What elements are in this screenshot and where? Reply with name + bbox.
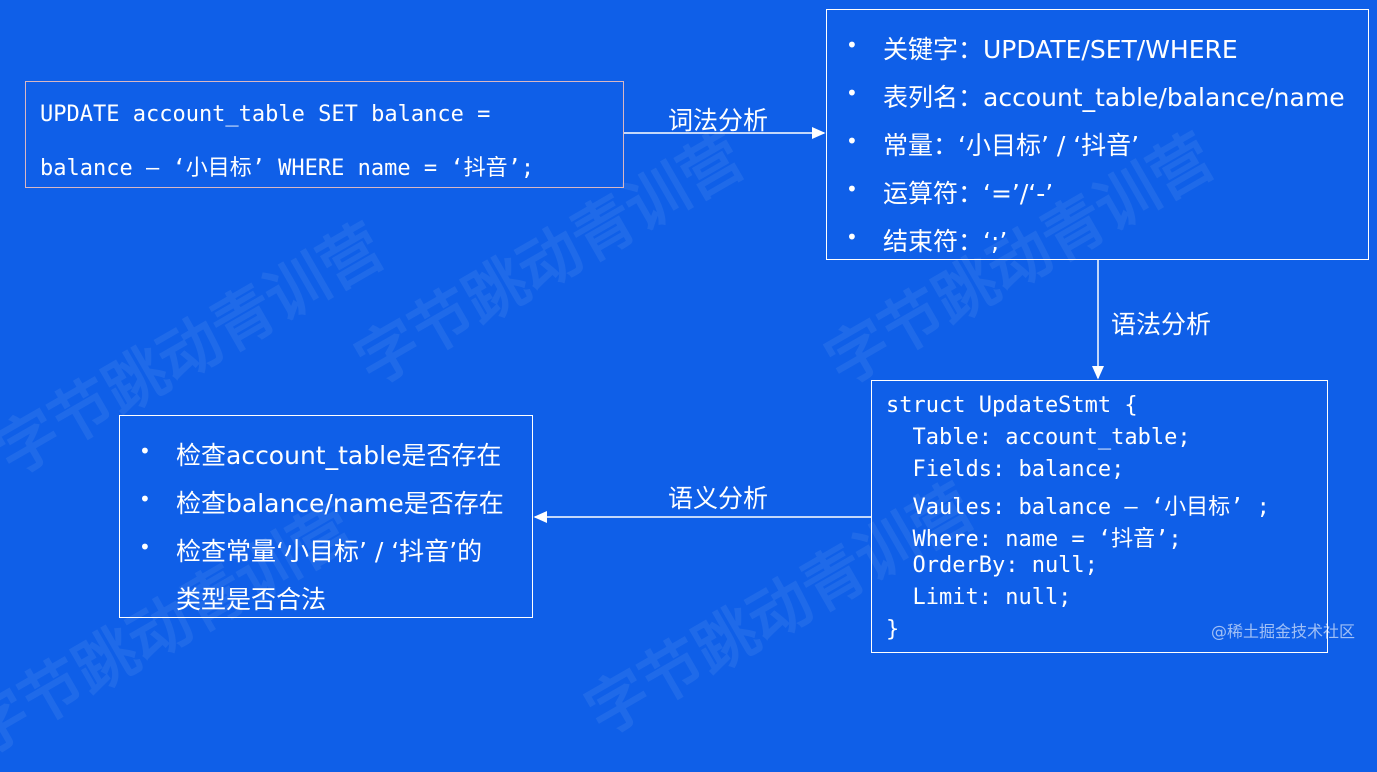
sql-line-2: balance – ‘小目标’ WHERE name = ‘抖音’; bbox=[40, 156, 535, 181]
semantic-item: •检查常量‘小目标’ / ‘抖音’的 bbox=[139, 535, 483, 566]
lexical-item: •关键字：UPDATE/SET/WHERE bbox=[846, 33, 1238, 64]
lexical-item: •结束符：‘;’ bbox=[846, 225, 1008, 256]
lexical-item: •运算符：‘=’/‘-’ bbox=[846, 177, 1054, 208]
struct-line: Fields: balance; bbox=[886, 457, 1125, 482]
semantic-analysis-label: 语义分析 bbox=[668, 484, 769, 513]
flow-arrows bbox=[533, 127, 1104, 523]
struct-line: Limit: null; bbox=[886, 585, 1072, 610]
lexical-analysis-label: 词法分析 bbox=[668, 106, 769, 135]
update-stmt-struct-box: struct UpdateStmt { Table: account_table… bbox=[871, 380, 1328, 653]
struct-line: Where: name = ‘抖音’; bbox=[886, 527, 1182, 552]
bullet-icon: • bbox=[846, 225, 858, 249]
sql-line-1: UPDATE account_table SET balance = bbox=[40, 102, 491, 127]
bullet-icon: • bbox=[846, 177, 858, 201]
sql-statement-box: UPDATE account_table SET balance = balan… bbox=[25, 81, 624, 188]
semantic-check-box: •检查account_table是否存在 •检查balance/name是否存在… bbox=[119, 415, 533, 618]
bullet-icon: • bbox=[846, 81, 858, 105]
semantic-item: •检查balance/name是否存在 bbox=[139, 487, 504, 518]
bullet-icon: • bbox=[139, 535, 151, 559]
struct-line: struct UpdateStmt { bbox=[886, 393, 1138, 418]
struct-line: } bbox=[886, 617, 900, 642]
semantic-item: •检查account_table是否存在 bbox=[139, 439, 502, 470]
struct-line: Vaules: balance – ‘小目标’ ; bbox=[886, 495, 1270, 520]
lexical-result-box: •关键字：UPDATE/SET/WHERE •表列名：account_table… bbox=[826, 9, 1369, 260]
brand-watermark: @稀土掘金技术社区 bbox=[1210, 622, 1355, 641]
bullet-icon: • bbox=[139, 487, 151, 511]
syntax-analysis-label: 语法分析 bbox=[1111, 310, 1212, 339]
struct-line: Table: account_table; bbox=[886, 425, 1191, 450]
semantic-item-continued: 类型是否合法 bbox=[176, 585, 327, 614]
lexical-item: •常量：‘小目标’ / ‘抖音’ bbox=[846, 129, 1140, 160]
bullet-icon: • bbox=[846, 33, 858, 57]
bullet-icon: • bbox=[846, 129, 858, 153]
bullet-icon: • bbox=[139, 439, 151, 463]
struct-line: OrderBy: null; bbox=[886, 553, 1098, 578]
lexical-item: •表列名：account_table/balance/name bbox=[846, 81, 1345, 112]
